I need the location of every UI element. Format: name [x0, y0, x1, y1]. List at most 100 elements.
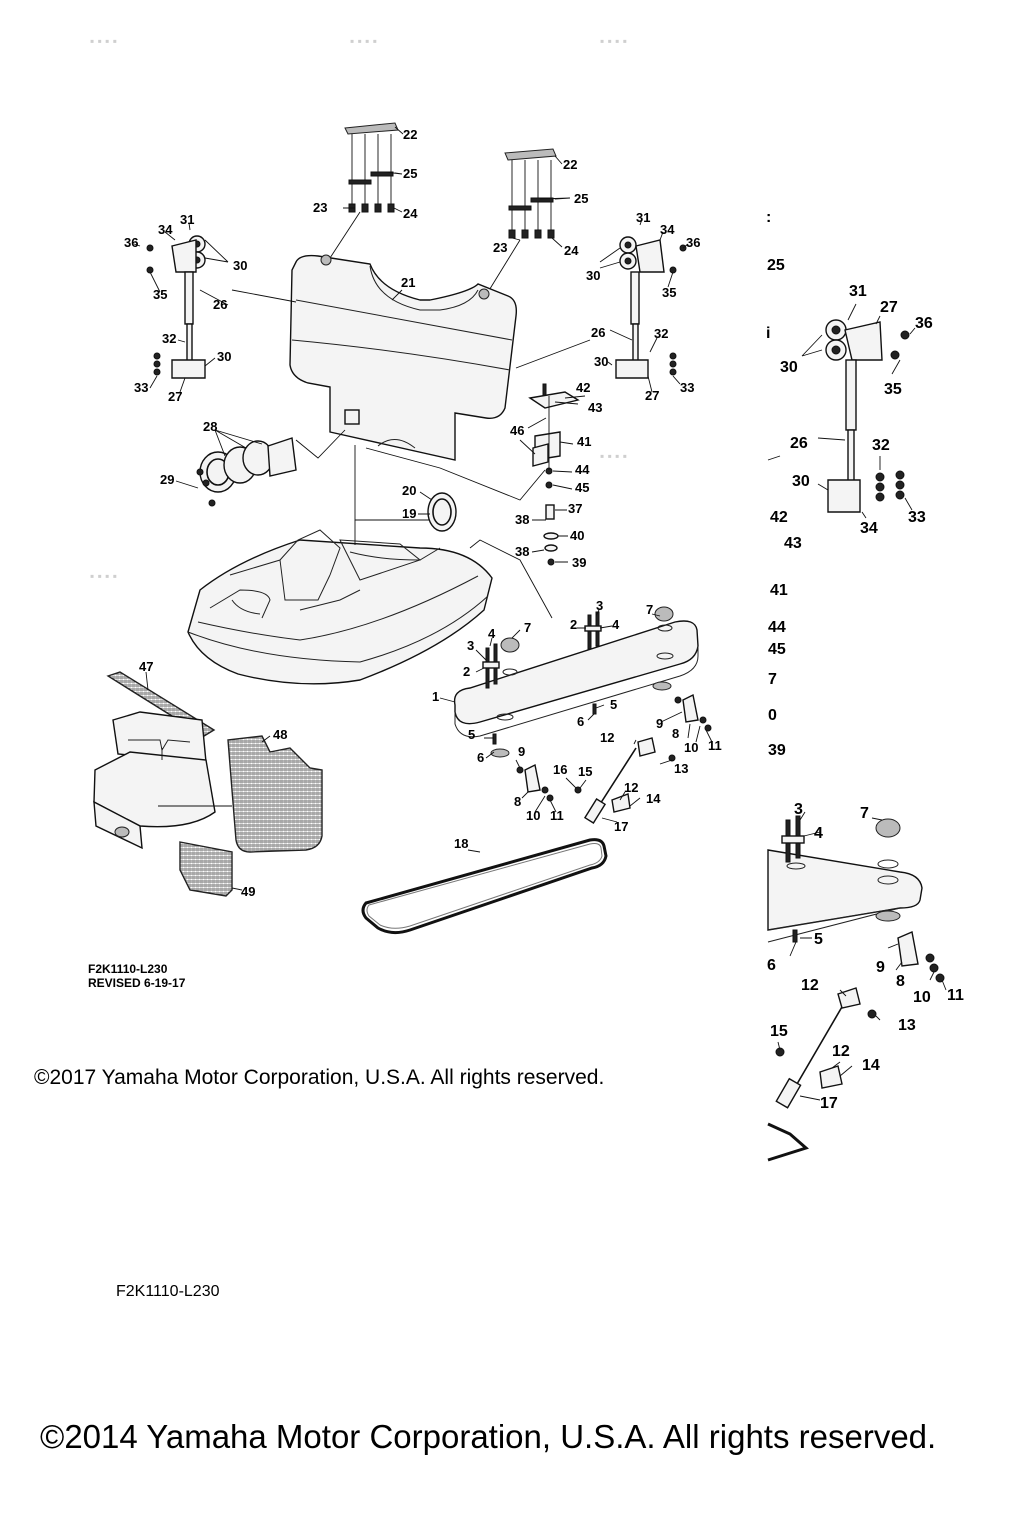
hinge-plates-right — [487, 148, 571, 293]
callout-47: 47 — [139, 659, 153, 674]
callout-33: 33 — [134, 380, 148, 395]
callout-21: 21 — [401, 275, 415, 290]
callout-2: 2 — [570, 617, 577, 632]
callout-35b: 35 — [662, 285, 676, 300]
inset-callout-5: 5 — [814, 931, 823, 948]
callout-5: 5 — [610, 697, 617, 712]
callout-38: 38 — [515, 512, 529, 527]
inset-callout-41: 41 — [770, 582, 788, 599]
callout-4b: 4 — [488, 626, 496, 641]
inset-callout-15: 15 — [770, 1023, 788, 1040]
inset-callout-partial-b: i — [766, 325, 770, 342]
callout-36b: 36 — [686, 235, 700, 250]
inset-callout-39: 39 — [768, 742, 786, 759]
callout-9b: 9 — [518, 744, 525, 759]
inset-callout-26: 26 — [790, 435, 808, 452]
inset-callout-36: 36 — [915, 315, 933, 332]
vent-assembly — [175, 429, 346, 507]
callout-30c: 30 — [586, 268, 600, 283]
callout-44: 44 — [575, 462, 590, 477]
callout-38b: 38 — [515, 544, 529, 559]
revised-label: REVISED 6-19-17 — [88, 976, 186, 990]
callout-24: 24 — [403, 206, 418, 221]
drawing-code-label: F2K1110-L230 — [88, 962, 168, 976]
drawing-code-footer: F2K1110-L230 — [116, 1283, 220, 1300]
inset-callout-40: 0 — [768, 707, 777, 724]
callout-23: 23 — [313, 200, 327, 215]
callout-20: 20 — [402, 483, 416, 498]
inset-callout-30: 30 — [780, 359, 798, 376]
callout-22: 22 — [403, 127, 417, 142]
inset-callout-13: 13 — [898, 1017, 916, 1034]
callouts-main: 22 25 23 24 22 25 23 24 31 34 36 30 35 2… — [124, 127, 722, 899]
inset-callout-44: 44 — [768, 619, 786, 636]
callout-6: 6 — [577, 714, 584, 729]
svg-text:▪ ▪ ▪ ▪: ▪ ▪ ▪ ▪ — [600, 449, 627, 463]
callout-11: 11 — [708, 738, 722, 753]
inset-callout-45: 45 — [768, 641, 786, 658]
callout-12: 12 — [600, 730, 614, 745]
callout-11b: 11 — [550, 808, 564, 823]
callout-49: 49 — [241, 884, 255, 899]
callout-6b: 6 — [477, 750, 484, 765]
inset-callout-14: 14 — [862, 1057, 880, 1074]
copyright-2014: ©2014 Yamaha Motor Corporation, U.S.A. A… — [40, 1418, 937, 1455]
callout-35: 35 — [153, 287, 167, 302]
inset-callout-25: 25 — [767, 257, 785, 274]
inset-callout-42: 42 — [770, 509, 788, 526]
inset-callout-3: 3 — [794, 801, 803, 818]
callout-43: 43 — [588, 400, 602, 415]
callout-12b: 12 — [624, 780, 638, 795]
callout-26: 26 — [213, 297, 227, 312]
callout-3b: 3 — [467, 638, 474, 653]
floor-mat-48 — [227, 735, 323, 853]
inset-callout-8: 8 — [896, 973, 905, 990]
callout-39: 39 — [572, 555, 586, 570]
inset-callout-30b: 30 — [792, 473, 810, 490]
gasket — [361, 838, 608, 935]
floor-mat-49 — [179, 841, 243, 897]
copyright-2017: ©2017 Yamaha Motor Corporation, U.S.A. A… — [34, 1066, 605, 1089]
callouts-inset: : 25 31 27 36 i 30 35 26 32 30 33 34 42 … — [766, 209, 964, 1112]
callout-33b: 33 — [680, 380, 694, 395]
callout-34: 34 — [158, 222, 173, 237]
callout-5b: 5 — [468, 727, 475, 742]
deck-fittings — [475, 606, 674, 759]
callout-36: 36 — [124, 235, 138, 250]
callout-34b: 34 — [660, 222, 675, 237]
inset-callout-12b: 12 — [832, 1043, 850, 1060]
callout-19: 19 — [402, 506, 416, 521]
inset-callout-34: 34 — [860, 520, 878, 537]
callout-10: 10 — [684, 740, 698, 755]
callout-23b: 23 — [493, 240, 507, 255]
inset-callout-6: 6 — [767, 957, 776, 974]
svg-text:▪ ▪ ▪ ▪: ▪ ▪ ▪ ▪ — [90, 569, 117, 583]
callout-32b: 32 — [654, 326, 668, 341]
latch-assembly — [354, 383, 586, 521]
inset-callout-4: 4 — [814, 825, 823, 842]
bracket-strut-lower — [515, 693, 713, 824]
callout-8: 8 — [672, 726, 679, 741]
inset-callout-11: 11 — [947, 987, 964, 1004]
callout-14: 14 — [646, 791, 661, 806]
callout-10b: 10 — [526, 808, 540, 823]
callout-42: 42 — [576, 380, 590, 395]
callout-15: 15 — [578, 764, 592, 779]
inset-callout-7: 7 — [768, 671, 777, 688]
callout-25: 25 — [403, 166, 417, 181]
callout-28: 28 — [203, 419, 217, 434]
inset-callout-7b: 7 — [860, 805, 869, 822]
ring-assembly — [418, 491, 568, 566]
hinge-plates-left — [329, 122, 404, 259]
callout-32: 32 — [162, 331, 176, 346]
inset-callout-35: 35 — [884, 381, 902, 398]
callout-31b: 31 — [636, 210, 650, 225]
callout-30b: 30 — [217, 349, 231, 364]
seat-panel — [231, 254, 591, 461]
inset-callout-32: 32 — [872, 437, 890, 454]
callout-16: 16 — [553, 762, 567, 777]
callout-30: 30 — [233, 258, 247, 273]
callout-40: 40 — [570, 528, 584, 543]
callout-2b: 2 — [463, 664, 470, 679]
callout-27: 27 — [168, 389, 182, 404]
